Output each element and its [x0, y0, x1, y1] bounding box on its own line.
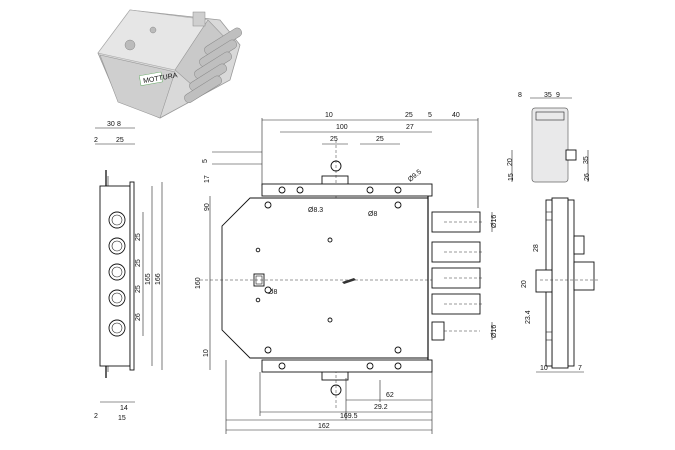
dim-left-90: 90 — [204, 203, 211, 211]
hole-label-8b: Ø8 — [268, 289, 277, 296]
dim-left-25: 25 — [116, 137, 124, 144]
dim-left-space2: 25 — [135, 259, 142, 267]
dim-right-234: 23.4 — [525, 310, 532, 324]
dim-top-27: 27 — [406, 124, 414, 131]
dim-left-5: 5 — [202, 159, 209, 163]
lock-photo: MOTTURA — [97, 9, 243, 119]
right-side-view: 8 35 9 20 15 26 35 28 20 23.4 10 7 — [507, 92, 600, 373]
hole-label-8a: Ø8 — [368, 211, 377, 218]
dim-right-35: 35 — [544, 92, 552, 99]
dim-left-8: 8 — [117, 121, 121, 128]
dim-right-7: 7 — [578, 365, 582, 372]
dim-top-10: 10 — [325, 112, 333, 119]
dim-top-25a: 25 — [405, 112, 413, 119]
dim-bottom-162: 162 — [318, 423, 330, 430]
dim-right-28: 28 — [533, 244, 540, 252]
dim-left-space4: 26 — [135, 313, 142, 321]
dim-left-166: 166 — [155, 273, 162, 285]
dim-bottom-1695: 169.5 — [340, 413, 358, 420]
dim-right-15: 15 — [508, 173, 515, 181]
bolts — [431, 211, 482, 341]
photo-bolts — [184, 27, 243, 103]
dim-right-26: 26 — [584, 173, 591, 181]
dim-left-space3: 25 — [135, 285, 142, 293]
bolt-dia-top: Ø16 — [491, 215, 498, 228]
dim-left-30: 30 — [107, 121, 115, 128]
dim-left-165: 165 — [145, 273, 152, 285]
front-view: 10 25 5 40 100 27 25 25 17 5 90 10 160 — [195, 112, 498, 434]
left-side-view: 30 8 2 25 25 25 25 26 165 166 2 14 15 — [94, 121, 163, 422]
dim-top-40: 40 — [452, 112, 460, 119]
dim-left-17: 17 — [204, 175, 211, 183]
dim-top-25c: 25 — [376, 136, 384, 143]
dim-top-25b: 25 — [330, 136, 338, 143]
dim-right-20b: 20 — [521, 280, 528, 288]
dim-top-100: 100 — [336, 124, 348, 131]
dim-right-35b: 35 — [583, 156, 590, 164]
hole-label-83: Ø8.3 — [308, 207, 323, 214]
dim-top-5: 5 — [428, 112, 432, 119]
dim-right-9: 9 — [556, 92, 560, 99]
dim-left-bottom-2: 2 — [94, 413, 98, 420]
dim-left-2: 2 — [94, 137, 98, 144]
dim-left-space1: 25 — [135, 233, 142, 241]
dim-right-10: 10 — [540, 365, 548, 372]
dim-right-20: 20 — [507, 158, 514, 166]
dim-left-10: 10 — [203, 349, 210, 357]
dim-bottom-292: 29.2 — [374, 404, 388, 411]
dim-left-bottom-15: 15 — [118, 415, 126, 422]
dim-bottom-62: 62 — [386, 392, 394, 399]
dim-height-160: 160 — [195, 277, 202, 289]
dim-right-8: 8 — [518, 92, 522, 99]
dim-left-bottom-14: 14 — [120, 405, 128, 412]
hole-label-95: Ø9.5 — [407, 168, 423, 183]
bolt-dia-bottom: Ø16 — [491, 325, 498, 338]
